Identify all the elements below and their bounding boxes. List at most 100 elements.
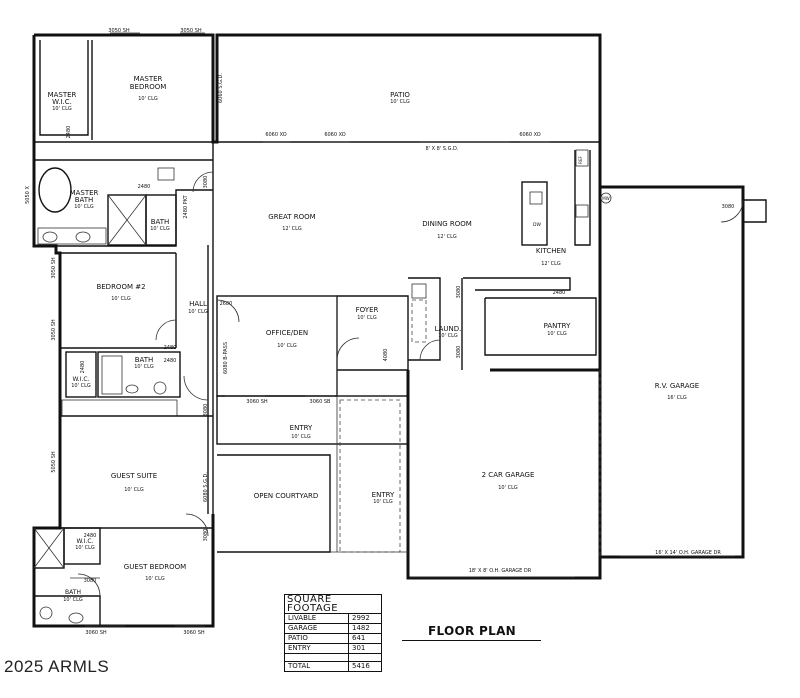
guest-wic-ceiling: 10' CLG (75, 545, 95, 551)
callout: 3050 SH (51, 257, 57, 278)
callout: 2480 PKT (183, 194, 189, 218)
bathtub-icon (101, 355, 123, 395)
laundry-ceiling: 10' CLG (438, 333, 458, 339)
great-room-ceiling: 12' CLG (282, 226, 302, 232)
square-footage-heading: SQUARE FOOTAGE (284, 594, 382, 614)
callout: 5050 SH (51, 451, 57, 472)
fixtures (33, 32, 767, 627)
exterior-walls (32, 33, 745, 628)
callout: 5050 X (25, 186, 31, 204)
patio-ceiling: 10' CLG (390, 99, 410, 105)
rv-garage-label: R.V. GARAGE (655, 382, 699, 390)
dining-room-label: DINING ROOM (422, 220, 472, 228)
great-room-label: GREAT ROOM (268, 213, 315, 221)
callout: DW (533, 222, 541, 228)
callout: 16' X 14' O.H. GARAGE DR (655, 550, 721, 556)
callout: 3050 SH (108, 28, 129, 34)
bathtub-icon (38, 167, 72, 213)
door-swing-icon (185, 513, 209, 537)
door-swing-icon (192, 171, 214, 193)
table-spacer-row (284, 653, 382, 662)
master-bath-label-2: BATH (75, 196, 94, 204)
sqft-label: GARAGE (284, 623, 349, 634)
toilet-icon (153, 381, 167, 395)
master-wic-ceiling: 10' CLG (52, 106, 72, 112)
callout: 3080 (84, 578, 97, 584)
callout: 6080 S.G.D. (203, 472, 209, 502)
callout: 2480 (164, 345, 177, 351)
two-car-garage-ceiling: 10' CLG (498, 485, 518, 491)
callout: 3080 (456, 346, 462, 359)
callout: 3060 SH (183, 630, 204, 636)
callout: 2480 (84, 533, 97, 539)
callout: 3080 (203, 176, 209, 189)
callout: 2480 (66, 126, 72, 139)
master-wic-label-2: W.I.C. (52, 98, 72, 106)
vanity-icon (37, 227, 107, 245)
door-swing-icon (720, 199, 744, 223)
toilet-icon (39, 606, 53, 620)
sink-icon (125, 384, 139, 394)
callout: 4080 (383, 349, 389, 362)
two-car-garage-label: 2 CAR GARAGE (482, 471, 535, 479)
page-title: FLOOR PLAN (428, 624, 517, 638)
bath2-label: BATH (135, 356, 154, 364)
door-swing-icon (155, 319, 177, 341)
callout: 6060 XO (265, 132, 286, 138)
sqft-label: LIVABLE (284, 613, 349, 624)
entry-upper-label: ENTRY (290, 424, 313, 432)
callout: 6060 S.G.D. (218, 73, 224, 103)
wic2-label: W.I.C. (73, 376, 90, 383)
sqft-value: 301 (348, 643, 382, 654)
callout: 2480 (138, 184, 151, 190)
range-icon (575, 204, 589, 218)
table-row-total: TOTAL 5416 (284, 661, 382, 672)
door-swing-icon (183, 375, 209, 401)
patio-label: PATIO (390, 91, 410, 99)
callout: 6080 B-PASS (223, 342, 229, 374)
door-swing-icon (216, 299, 240, 323)
sqft-label: PATIO (284, 633, 349, 644)
guest-bedroom-label: GUEST BEDROOM (124, 563, 186, 571)
callout: 2680 (220, 301, 233, 307)
master-shower-bath-ceiling: 10' CLG (150, 226, 170, 232)
rv-garage-ceiling: 16' CLG (667, 395, 687, 401)
master-bedroom-ceiling: 10' CLG (138, 96, 158, 102)
sqft-total-value: 5416 (348, 661, 382, 672)
bath2-ceiling: 10' CLG (134, 364, 154, 370)
sink-icon (75, 231, 91, 243)
sqft-value: 641 (348, 633, 382, 644)
hall-ceiling: 10' CLG (188, 309, 208, 315)
title-underline (402, 640, 541, 641)
guest-wic-label: W.I.C. (77, 538, 94, 545)
callout: 3080 (203, 404, 209, 417)
callout: 3050 SH (51, 319, 57, 340)
callout: 18' X 8' O.H. GARAGE DR (469, 568, 532, 574)
door-swing-icon (77, 573, 101, 597)
dryer-icon (411, 299, 427, 343)
master-bedroom-label-2: BEDROOM (130, 83, 167, 91)
bedroom2-ceiling: 10' CLG (111, 296, 131, 302)
callout: 3060 SH (85, 630, 106, 636)
guest-suite-label: GUEST SUITE (111, 472, 157, 480)
master-bath-label: MASTER (70, 189, 99, 197)
sqft-label: ENTRY (284, 643, 349, 654)
callout: 8' X 8' S.G.D. (426, 146, 459, 152)
callout: 3060 SB (310, 399, 331, 405)
square-footage-table: SQUARE FOOTAGE LIVABLE 2992 GARAGE 1482 … (284, 594, 382, 672)
callout: 3080 (722, 204, 735, 210)
callout: 3050 SH (180, 28, 201, 34)
guest-bath-ceiling: 10' CLG (63, 597, 83, 603)
callout: 3080 (203, 529, 209, 542)
callout: 3060 SH (246, 399, 267, 405)
sqft-total-label: TOTAL (284, 661, 349, 672)
sqft-value: 1482 (348, 623, 382, 634)
sink-icon (42, 231, 58, 243)
master-shower-bath-label: BATH (151, 218, 170, 226)
kitchen-label: KITCHEN (536, 247, 566, 255)
foyer-ceiling: 10' CLG (357, 315, 377, 321)
callout: 2480 (164, 358, 177, 364)
entry-lower-ceiling: 10' CLG (373, 499, 393, 505)
copyright-watermark: 2025 ARMLS (4, 657, 110, 676)
office-den-label: OFFICE/DEN (266, 329, 308, 337)
